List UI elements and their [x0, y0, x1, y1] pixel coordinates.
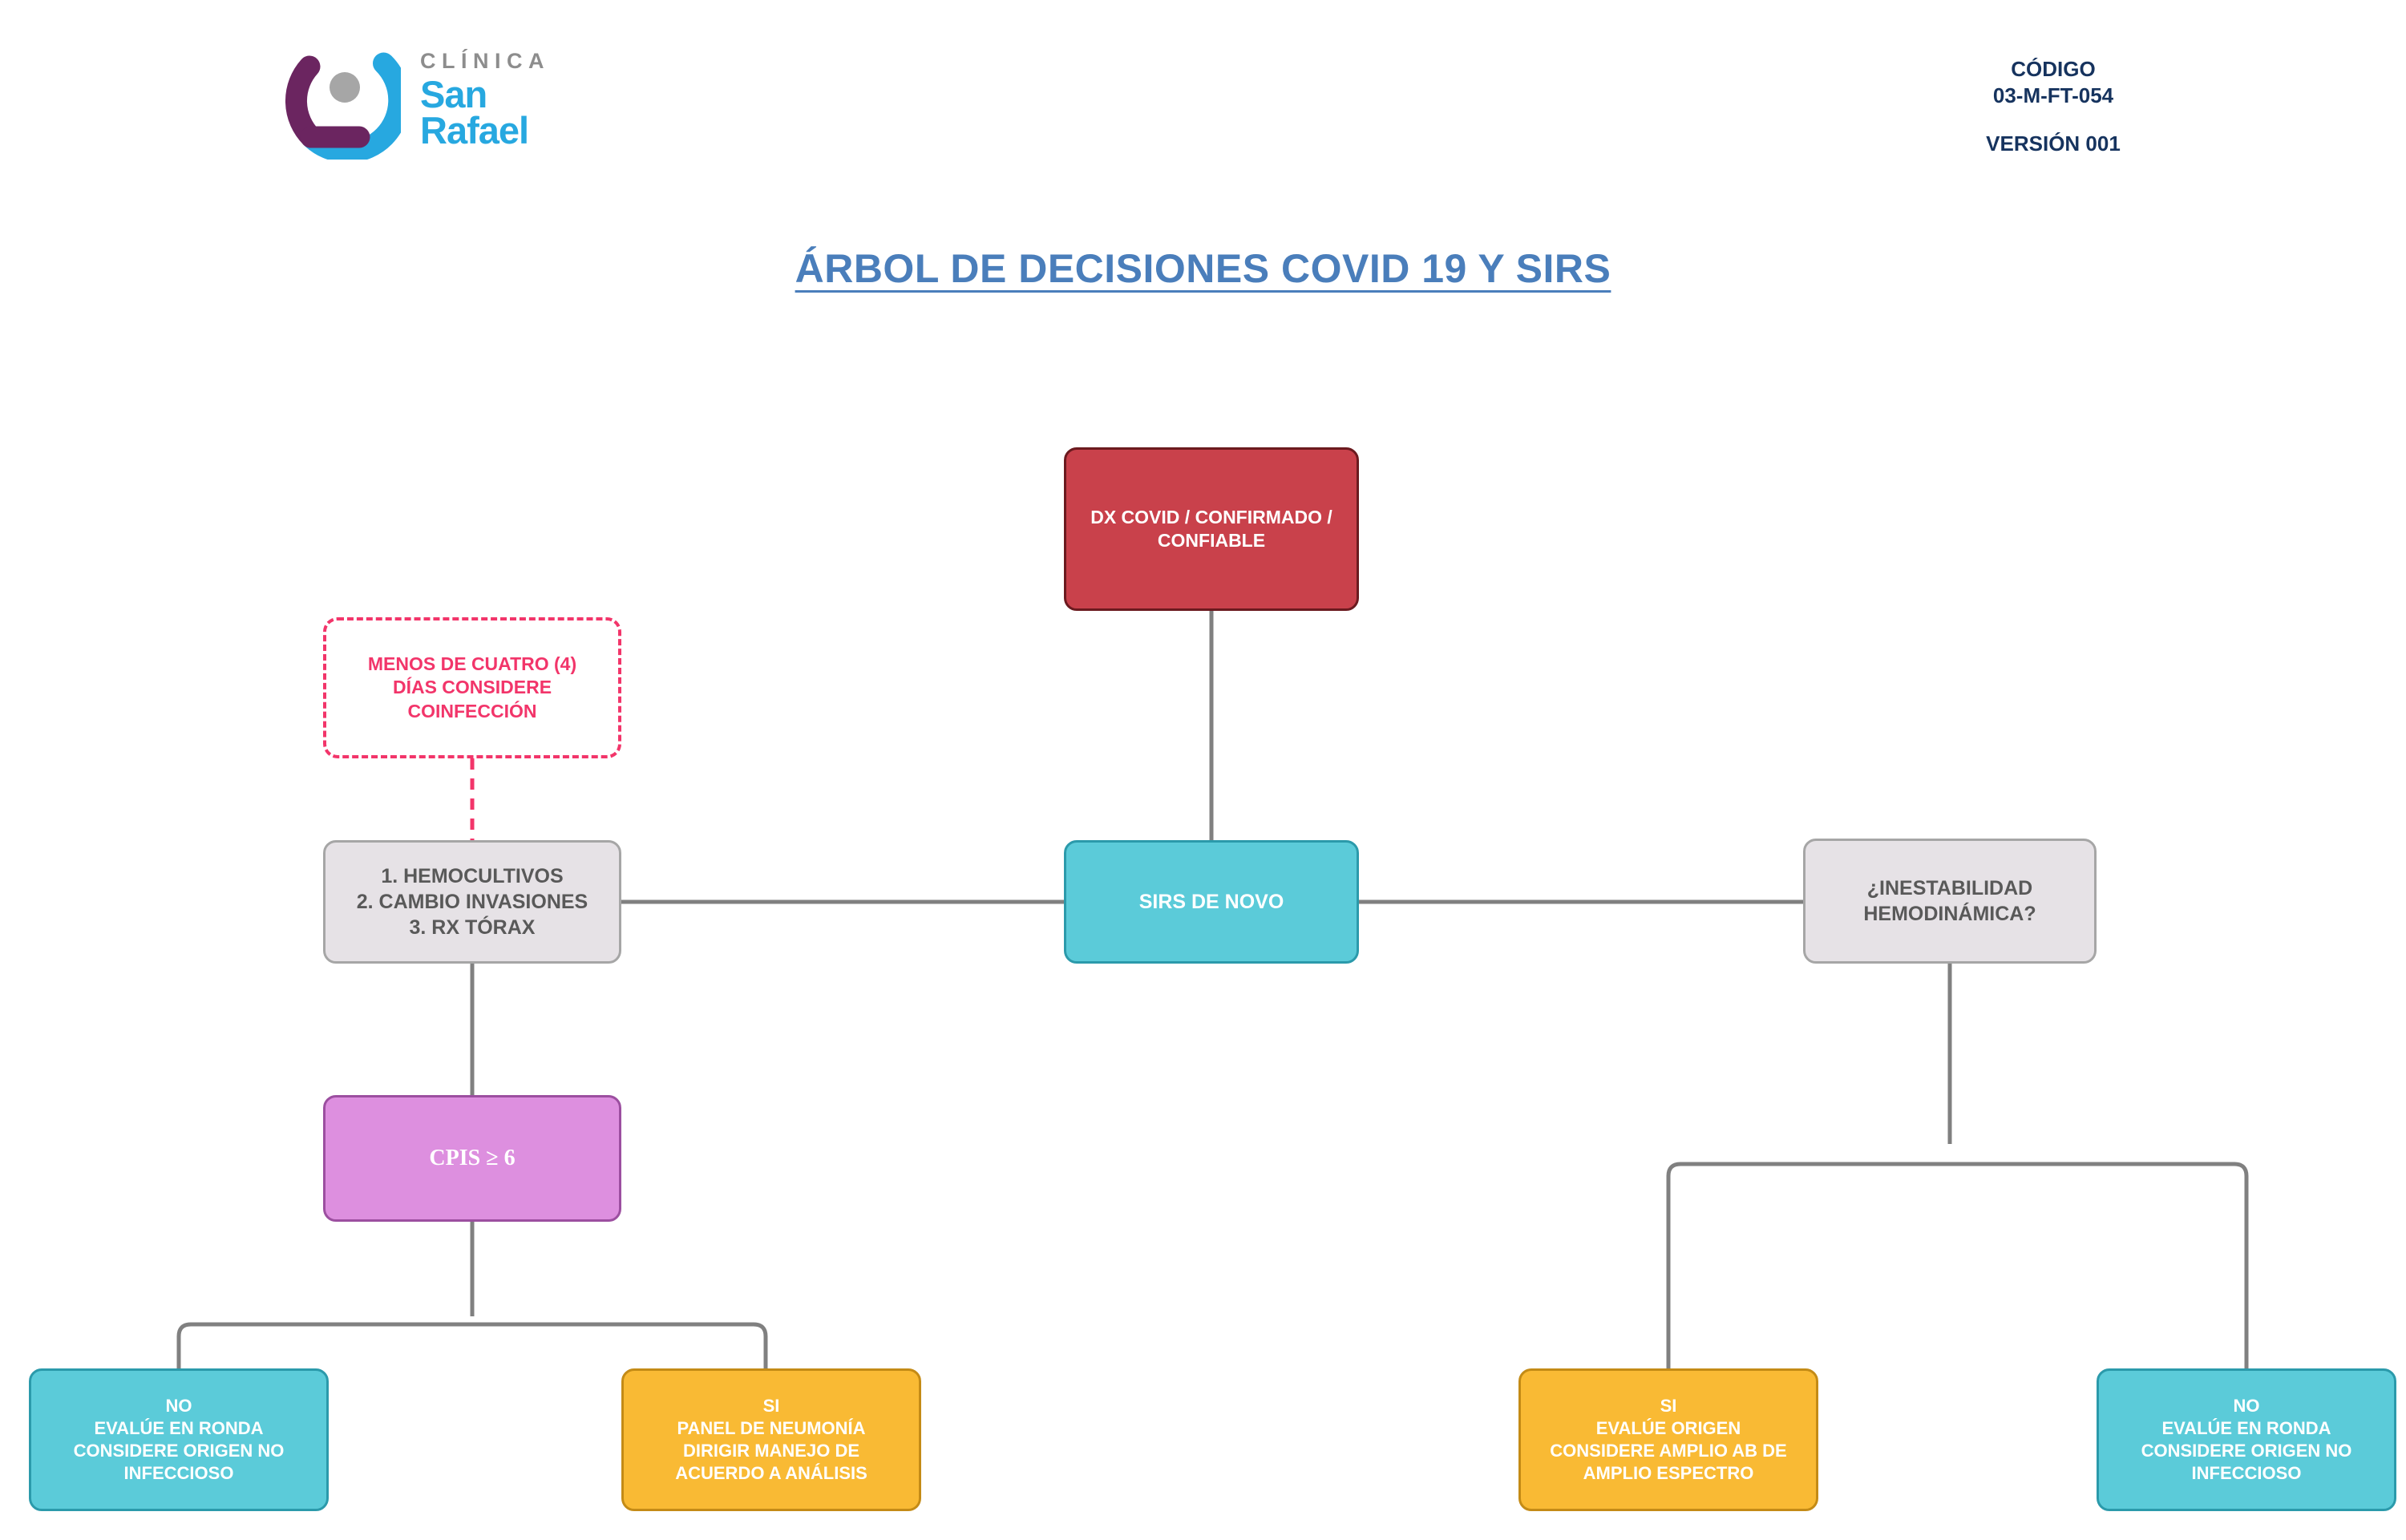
codigo-value: 03-M-FT-054: [1992, 83, 2114, 108]
node-cpis-si-line2: PANEL DE NEUMONÍA: [677, 1417, 866, 1438]
node-hemodinamica-si-line3: CONSIDERE AMPLIO AB DE: [1550, 1441, 1787, 1461]
node-cpis-no-line2: EVALÚE EN RONDA: [94, 1417, 264, 1438]
logo-san-text: San: [420, 73, 487, 115]
node-coinfeccion-line1: MENOS DE CUATRO (4): [367, 653, 577, 674]
node-hemodinamica-no-line2: EVALÚE EN RONDA: [2161, 1417, 2331, 1438]
node-dx-covid-line2: CONFIABLE: [1157, 530, 1266, 551]
version-value: VERSIÓN 001: [1986, 131, 2121, 156]
node-estudios[interactable]: 1. HEMOCULTIVOS 2. CAMBIO INVASIONES 3. …: [323, 840, 621, 964]
page-title: ÁRBOL DE DECISIONES COVID 19 Y SIRS: [795, 246, 1611, 291]
node-cpis-no-line4: INFECCIOSO: [123, 1463, 234, 1484]
node-hemodinamica-si[interactable]: SI EVALÚE ORIGEN CONSIDERE AMPLIO AB DE …: [1518, 1368, 1818, 1511]
node-inestabilidad-hemodinamica[interactable]: ¿INESTABILIDAD HEMODINÁMICA?: [1803, 839, 2097, 964]
node-hemodinamica-line1: ¿INESTABILIDAD: [1866, 877, 2033, 899]
node-cpis-no-line3: CONSIDERE ORIGEN NO: [73, 1441, 285, 1461]
node-hemodinamica-line2: HEMODINÁMICA?: [1863, 903, 2036, 925]
node-coinfeccion-line2: DÍAS CONSIDERE: [392, 677, 552, 698]
node-dx-covid[interactable]: DX COVID / CONFIRMADO / CONFIABLE: [1064, 447, 1359, 611]
node-sirs-de-novo[interactable]: SIRS DE NOVO: [1064, 840, 1359, 964]
node-cpis-no[interactable]: NO EVALÚE EN RONDA CONSIDERE ORIGEN NO I…: [29, 1368, 329, 1511]
node-estudios-line2: 2. CAMBIO INVASIONES: [356, 891, 588, 913]
logo-rafael-text: Rafael: [420, 108, 529, 152]
logo-wordmark: CLÍNICA San Rafael: [420, 49, 621, 152]
node-cpis-si[interactable]: SI PANEL DE NEUMONÍA DIRIGIR MANEJO DE A…: [621, 1368, 921, 1511]
node-hemodinamica-no-line1: NO: [2233, 1395, 2260, 1416]
node-hemodinamica-si-line4: AMPLIO ESPECTRO: [1583, 1463, 1754, 1484]
node-hemodinamica-no-line3: CONSIDERE ORIGEN NO: [2141, 1441, 2352, 1461]
connector-hemodinamica-branch: [1666, 1162, 2249, 1368]
node-estudios-line3: 3. RX TÓRAX: [409, 916, 536, 939]
node-cpis-si-line4: ACUERDO A ANÁLISIS: [675, 1463, 867, 1484]
node-dx-covid-line1: DX COVID / CONFIRMADO /: [1090, 506, 1332, 527]
clinic-logo: CLÍNICA San Rafael: [282, 44, 621, 160]
node-cpis-si-line3: DIRIGIR MANEJO DE: [682, 1441, 860, 1461]
document-metadata: CÓDIGO 03-M-FT-054 VERSIÓN 001: [1933, 56, 2173, 157]
node-hemodinamica-no[interactable]: NO EVALÚE EN RONDA CONSIDERE ORIGEN NO I…: [2097, 1368, 2396, 1511]
connector-cpis-branch: [176, 1322, 768, 1368]
node-hemodinamica-no-line4: INFECCIOSO: [2191, 1463, 2302, 1484]
node-cpis-si-line1: SI: [762, 1395, 780, 1416]
node-cpis[interactable]: CPIS ≥ 6: [323, 1095, 621, 1222]
node-hemodinamica-si-line2: EVALÚE ORIGEN: [1595, 1417, 1741, 1438]
node-coinfeccion-line3: COINFECCIÓN: [407, 700, 537, 721]
node-cpis-no-line1: NO: [165, 1395, 192, 1416]
node-coinfeccion-note[interactable]: MENOS DE CUATRO (4) DÍAS CONSIDERE COINF…: [323, 617, 621, 758]
logo-clinica-text: CLÍNICA: [420, 49, 550, 73]
node-estudios-line1: 1. HEMOCULTIVOS: [381, 865, 564, 887]
codigo-label: CÓDIGO: [2011, 57, 2096, 81]
node-cpis-label: CPIS ≥ 6: [429, 1146, 516, 1171]
node-hemodinamica-si-line1: SI: [1660, 1395, 1677, 1416]
node-sirs-label: SIRS DE NOVO: [1138, 891, 1284, 913]
clinica-san-rafael-logo-icon: [285, 52, 401, 160]
